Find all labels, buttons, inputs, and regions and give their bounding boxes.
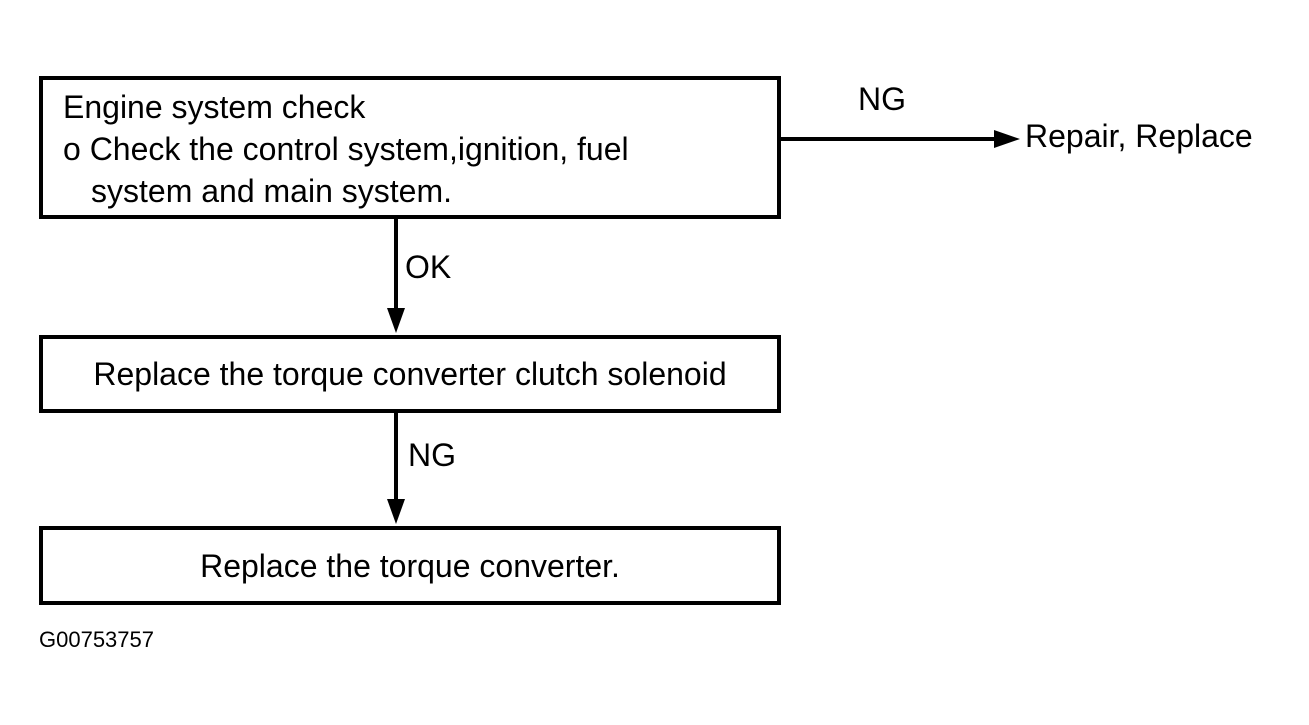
- ng-right-arrowhead: [994, 130, 1020, 148]
- ok-down-arrowhead: [387, 308, 405, 333]
- figure-id: G00753757: [39, 627, 154, 652]
- step1-check-line: o Check the control system,ignition, fue…: [63, 131, 629, 167]
- ng-down-label: NG: [408, 437, 456, 473]
- step2-text: Replace the torque converter clutch sole…: [93, 356, 727, 392]
- repair-replace-label: Repair, Replace: [1025, 118, 1253, 154]
- replace-torque-converter-box: Replace the torque converter.: [39, 526, 781, 605]
- ng-down-arrowhead: [387, 499, 405, 524]
- ng-right-label: NG: [858, 81, 906, 117]
- step1-title: Engine system check: [63, 89, 366, 125]
- replace-clutch-solenoid-box: Replace the torque converter clutch sole…: [39, 335, 781, 413]
- engine-system-check-box: Engine system check o Check the control …: [39, 76, 781, 219]
- step3-text: Replace the torque converter.: [200, 548, 620, 584]
- step1-check-line-continued: system and main system.: [91, 173, 452, 209]
- ok-label: OK: [405, 249, 452, 285]
